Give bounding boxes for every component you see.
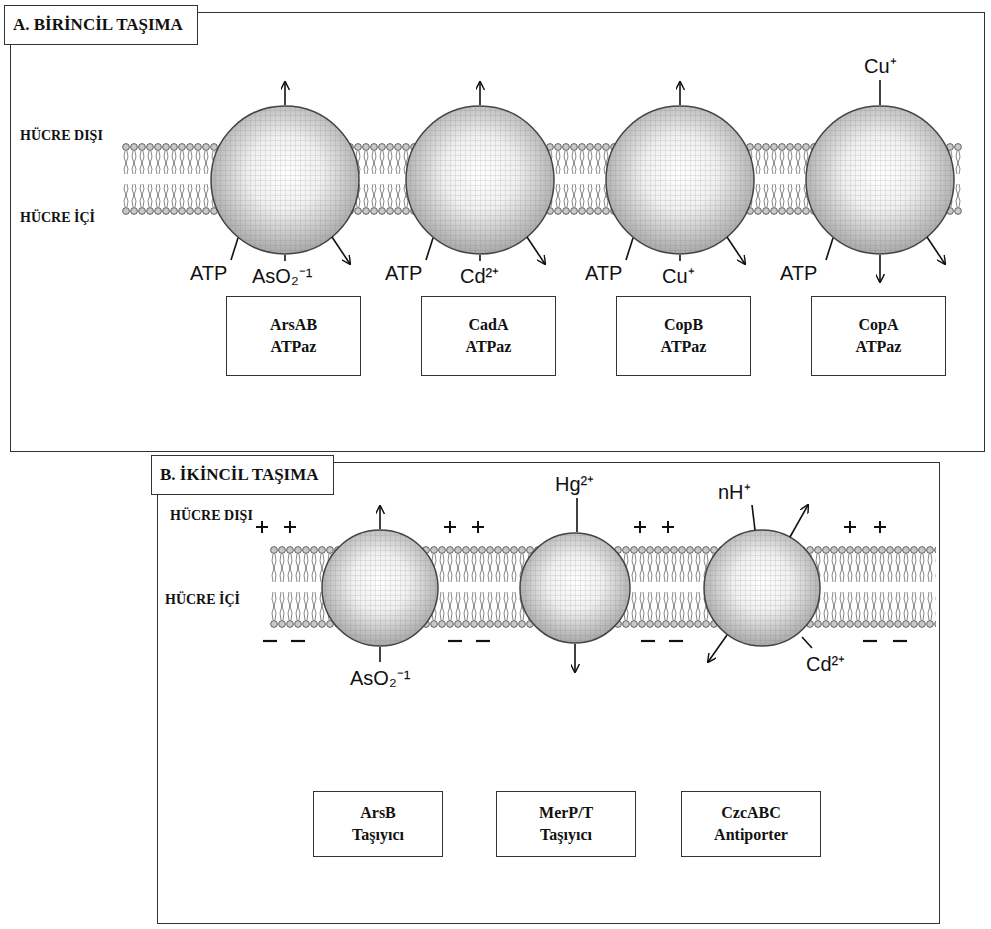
transport-protein — [211, 106, 359, 254]
molecule-label: nH⁺ — [718, 478, 751, 505]
transport-protein-outline — [606, 106, 754, 254]
transporter-label-box: ArsB Taşıyıcı — [313, 791, 443, 857]
plus-charge — [662, 521, 674, 533]
flow-arrow — [879, 255, 881, 282]
leader-line — [231, 238, 238, 260]
transporter-name: CopA ATPaz — [856, 314, 902, 357]
panel-frame: B. İKİNCİL TAŞIMAArsB TaşıyıcıMerP/T Taş… — [157, 462, 940, 924]
leader-line — [576, 498, 578, 532]
transporter-name: CopB ATPaz — [661, 314, 707, 357]
leader-line — [679, 255, 681, 261]
plus-charge — [472, 521, 484, 533]
region-label: HÜCRE DIŞI — [20, 128, 103, 144]
transport-protein-outline — [406, 106, 554, 254]
transporter-name: ArsAB ATPaz — [270, 314, 317, 357]
flow-arrow — [679, 82, 681, 105]
minus-charge — [641, 640, 655, 642]
minus-charge — [669, 640, 683, 642]
plus-charge — [874, 521, 886, 533]
molecule-label: Cu⁺ — [662, 262, 695, 289]
flow-arrow — [790, 505, 808, 537]
leader-line — [879, 80, 881, 105]
minus-charge — [263, 640, 277, 642]
panel-heading: A. BİRİNCİL TAŞIMA — [4, 5, 198, 45]
leader-line — [752, 505, 755, 530]
flow-arrow — [479, 82, 481, 105]
panel-frame: A. BİRİNCİL TAŞIMAArsAB ATPazCadA ATPazC… — [10, 12, 985, 452]
leader-line — [826, 238, 833, 260]
transporter-label-box: MerP/T Taşıyıcı — [496, 791, 636, 857]
flow-arrow — [379, 506, 381, 529]
molecule-label: ATP — [780, 262, 817, 285]
flow-arrow — [927, 237, 945, 264]
transporter-name: ArsB Taşıyıcı — [352, 802, 404, 845]
transporter-label-box: ArsAB ATPaz — [226, 296, 361, 376]
transporter-label-box: CopB ATPaz — [616, 296, 751, 376]
minus-charge — [476, 640, 490, 642]
leader-line — [626, 238, 633, 260]
leader-line — [379, 647, 381, 662]
panel-heading: B. İKİNCİL TAŞIMA — [151, 455, 334, 495]
flow-arrow — [574, 644, 576, 672]
flow-arrow — [708, 635, 727, 662]
leader-line — [479, 255, 481, 261]
transport-protein-outline — [211, 106, 359, 254]
minus-charge — [448, 640, 462, 642]
region-label: HÜCRE DIŞI — [170, 508, 253, 524]
transport-protein — [520, 533, 630, 643]
transport-protein-outline — [704, 530, 820, 646]
molecule-label: Cd²⁺ — [806, 650, 845, 677]
flow-arrow — [332, 237, 350, 264]
transport-protein — [406, 106, 554, 254]
molecule-label: Cu⁺ — [864, 52, 897, 79]
region-label: HÜCRE İÇİ — [20, 210, 95, 226]
minus-charge — [863, 640, 877, 642]
molecule-label: ATP — [385, 262, 422, 285]
plus-charge — [444, 521, 456, 533]
minus-charge — [291, 640, 305, 642]
molecule-label: AsO₂⁻¹ — [350, 664, 410, 691]
region-label: HÜCRE İÇİ — [165, 592, 240, 608]
flow-arrow — [284, 82, 286, 105]
transport-protein-outline — [520, 533, 630, 643]
transporter-name: CadA ATPaz — [466, 314, 512, 357]
flow-arrow — [727, 237, 745, 264]
minus-charge — [893, 640, 907, 642]
transporter-label-box: CadA ATPaz — [421, 296, 556, 376]
leader-line — [426, 238, 433, 260]
transport-protein-outline — [322, 530, 438, 646]
plus-charge — [284, 521, 296, 533]
transporter-name: CzcABC Antiporter — [714, 802, 788, 845]
leader-line — [284, 255, 286, 261]
molecule-label: AsO₂⁻¹ — [252, 262, 312, 289]
transport-protein — [704, 530, 820, 646]
transport-protein — [322, 530, 438, 646]
molecule-label: ATP — [190, 262, 227, 285]
transporter-label-box: CopA ATPaz — [811, 296, 946, 376]
molecule-label: Hg²⁺ — [555, 470, 594, 497]
molecule-label: ATP — [585, 262, 622, 285]
leader-line — [802, 637, 812, 648]
transport-protein — [606, 106, 754, 254]
plus-charge — [256, 521, 268, 533]
plus-charge — [844, 521, 856, 533]
transporter-name: MerP/T Taşıyıcı — [539, 802, 593, 845]
flow-arrow — [527, 237, 545, 264]
transport-protein-outline — [806, 106, 954, 254]
transport-protein — [806, 106, 954, 254]
plus-charge — [634, 521, 646, 533]
transporter-label-box: CzcABC Antiporter — [681, 791, 821, 857]
molecule-label: Cd²⁺ — [460, 262, 499, 289]
